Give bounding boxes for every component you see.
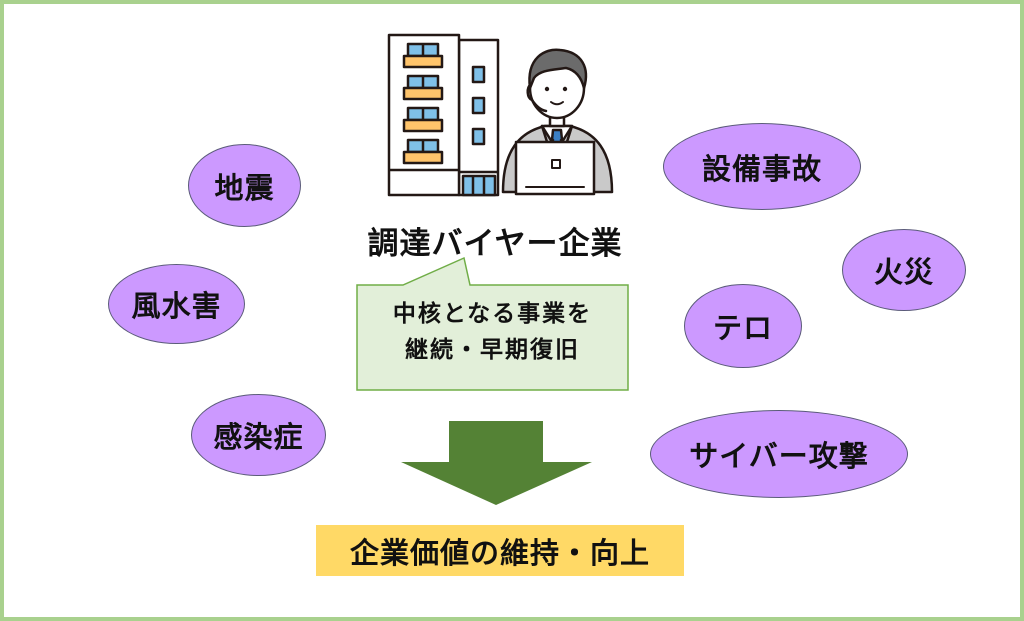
speech-bubble-text: 中核となる事業を 継続・早期復旧: [357, 296, 628, 368]
risk-fire: 火災: [842, 229, 966, 311]
result-box: 企業価値の維持・向上: [316, 525, 684, 576]
bubble-line-1: 中核となる事業を: [392, 301, 593, 327]
risk-label: 感染症: [213, 420, 304, 454]
risk-label: テロ: [712, 311, 773, 345]
result-label: 企業価値の維持・向上: [349, 535, 650, 570]
risk-label: 火災: [873, 255, 934, 289]
arrow-shape: [401, 421, 592, 505]
risk-label: サイバー攻撃: [689, 439, 869, 473]
risk-earthquake: 地震: [188, 144, 301, 227]
bubble-line-2: 継続・早期復旧: [405, 337, 580, 363]
risk-cyber-attack: サイバー攻撃: [650, 410, 908, 498]
businessman-icon: [501, 48, 614, 196]
risk-label: 設備事故: [701, 151, 822, 186]
risk-equipment-accident: 設備事故: [663, 123, 861, 210]
risk-terrorism: テロ: [684, 284, 802, 368]
risk-label: 風水害: [131, 289, 222, 323]
risk-infectious-disease: 感染症: [191, 394, 326, 476]
risk-storm-flood: 風水害: [108, 264, 245, 344]
speech-bubble-shape: [356, 256, 629, 391]
risk-label: 地震: [214, 170, 275, 205]
buyer-company-label: 調達バイヤー企業: [367, 226, 623, 262]
building-icon: [387, 33, 500, 197]
